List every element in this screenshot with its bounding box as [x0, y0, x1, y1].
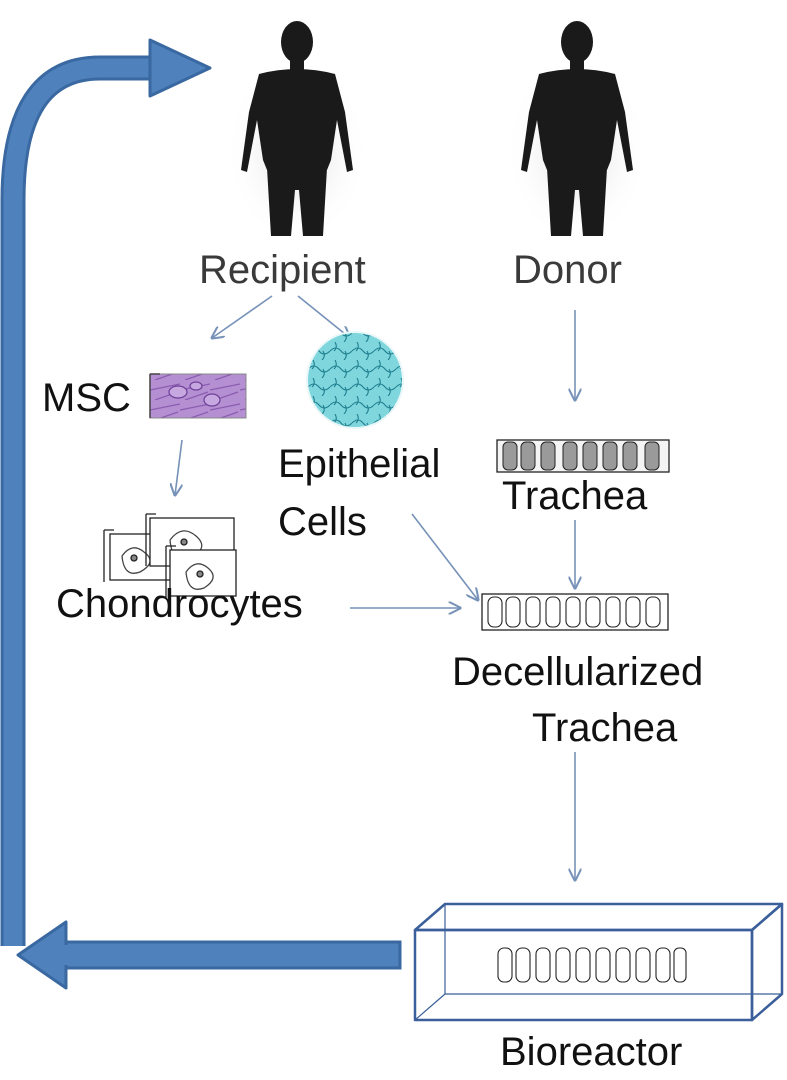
trachea-tube-icon — [496, 439, 670, 473]
chondrocyte-slides-icon — [103, 513, 237, 598]
return-loop-arrow — [0, 38, 402, 990]
flow-arrows — [175, 295, 575, 880]
decellularized-label-line1: Decellularized — [452, 650, 704, 694]
arrow-recipient-to-epithelial — [297, 295, 350, 338]
donor-silhouette-icon — [505, 21, 649, 245]
bioreactor-box-icon — [413, 902, 784, 1022]
arrow-recipient-to-msc — [212, 295, 273, 338]
epithelial-label-line2: Cells — [278, 500, 367, 544]
arrow-epithelial-to-decellularized — [411, 513, 478, 600]
bioreactor-trachea-tube-icon — [497, 947, 687, 983]
bioreactor-label: Bioreactor — [500, 1030, 683, 1074]
arrow-msc-to-chondrocytes — [175, 439, 182, 495]
recipient-silhouette-icon — [225, 21, 369, 245]
donor-label: Donor — [513, 248, 622, 292]
decellularized-trachea-tube-icon — [481, 593, 669, 631]
epithelial-cells-disc-icon — [306, 331, 404, 429]
trachea-label: Trachea — [502, 474, 648, 518]
msc-label: MSC — [42, 376, 131, 420]
msc-cell-slide-icon — [149, 373, 247, 419]
chondrocytes-label: Chondrocytes — [56, 582, 303, 626]
recipient-label: Recipient — [199, 248, 366, 292]
epithelial-label-line1: Epithelial — [278, 442, 441, 486]
decellularized-label-line2: Trachea — [532, 706, 678, 750]
